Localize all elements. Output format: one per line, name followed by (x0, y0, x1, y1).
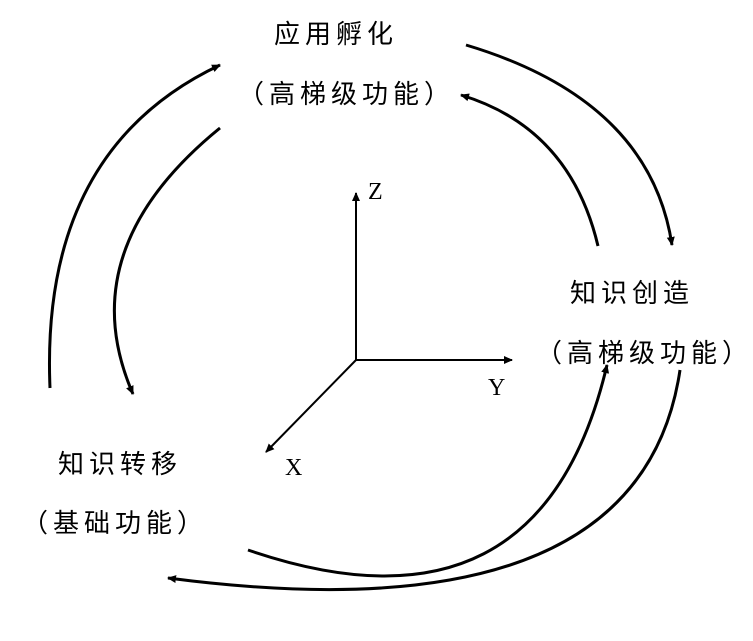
top-node-title: 应用孵化 (274, 20, 399, 50)
arrow-inner-right (460, 93, 600, 247)
top-node-subtitle: （高梯级功能） (238, 80, 456, 110)
right-node-subtitle: （高梯级功能） (536, 339, 753, 369)
z-axis-label: Z (368, 179, 383, 205)
y-axis-label: Y (488, 375, 506, 401)
arrow-outer-bottom (167, 369, 682, 592)
x-axis-label: X (285, 455, 303, 481)
left-node-subtitle: （基础功能） (22, 509, 209, 539)
left-node-title: 知识转移 (58, 450, 183, 480)
x-axis (265, 359, 357, 453)
arrow-outer-left (47, 63, 221, 389)
right-node-title: 知识创造 (570, 279, 695, 309)
arrow-outer-top-right (465, 43, 675, 246)
arrow-inner-bottom (247, 364, 610, 578)
arrow-inner-left (112, 126, 221, 395)
